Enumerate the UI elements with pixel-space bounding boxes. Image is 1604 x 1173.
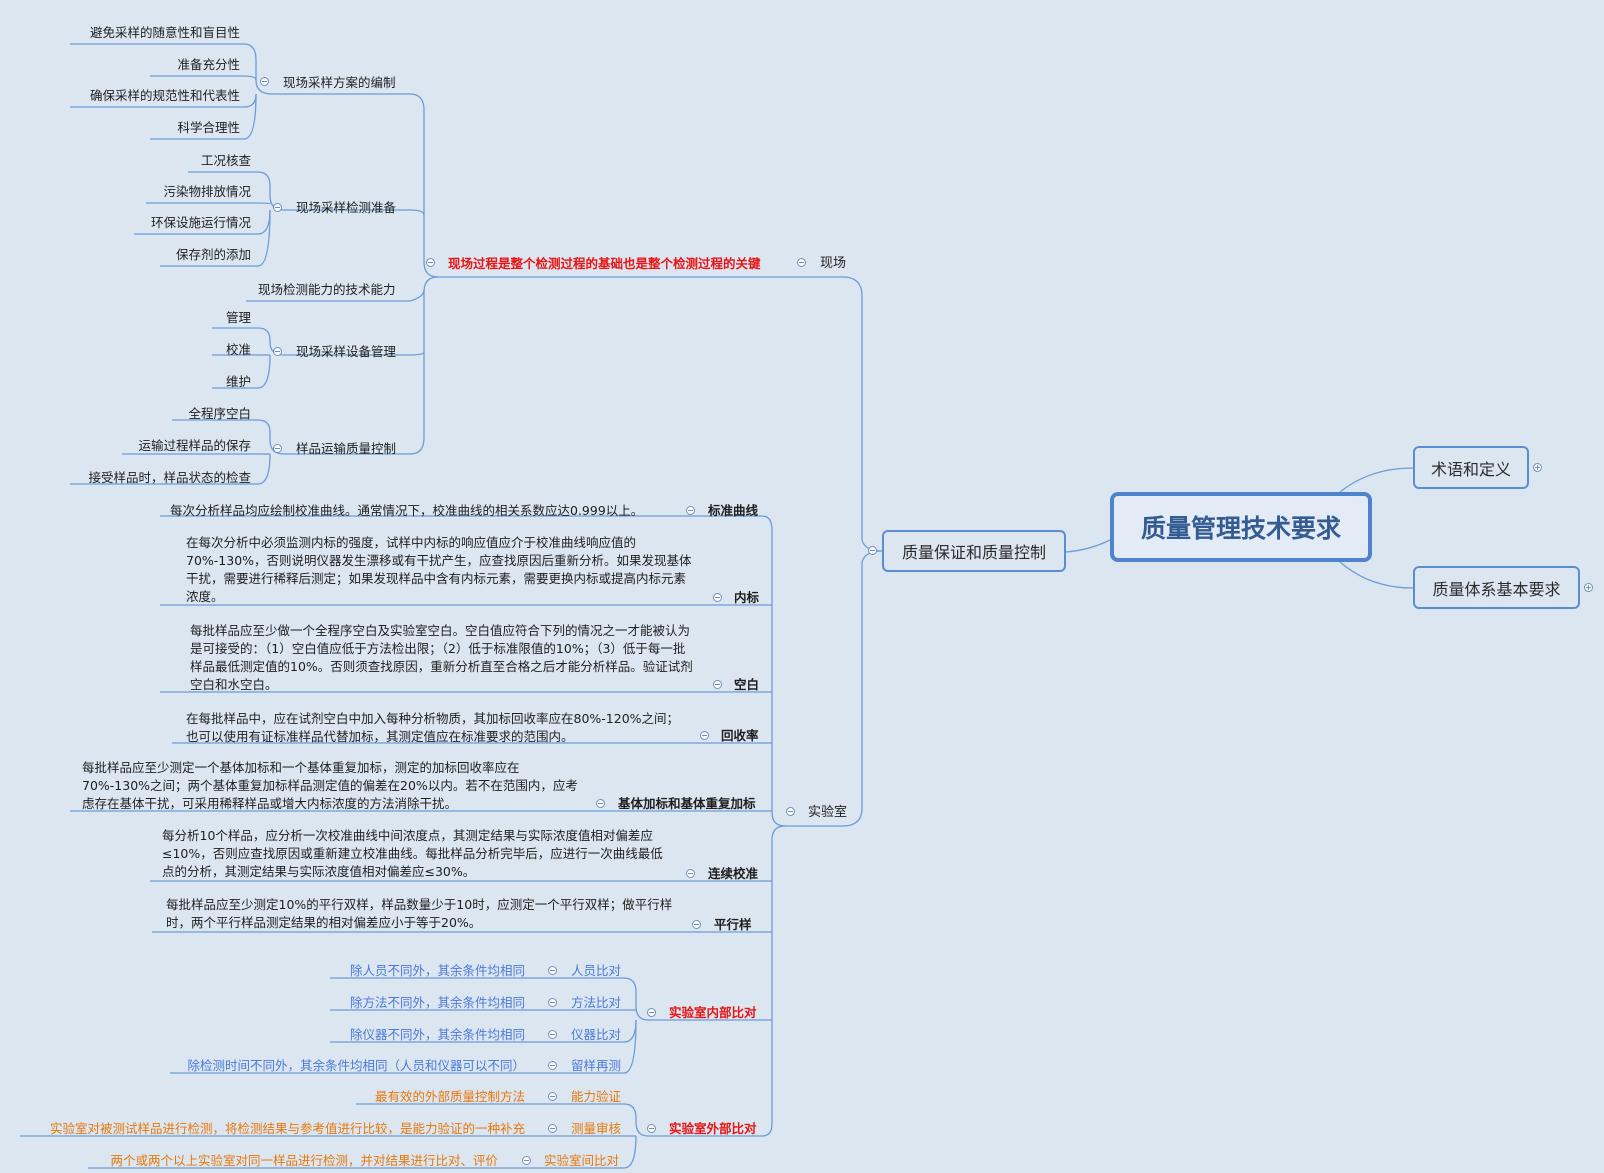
plan-item[interactable]: 避免采样的随意性和盲目性 <box>89 25 240 40</box>
intra-item-label[interactable]: 留样再测 <box>571 1058 622 1073</box>
collapse-icon[interactable] <box>596 799 605 808</box>
inter-item-desc[interactable]: 两个或两个以上实验室对同一样品进行检测，并对结果进行比对、评价 <box>110 1153 498 1168</box>
collapse-icon[interactable] <box>647 1008 656 1017</box>
intra-item-label[interactable]: 仪器比对 <box>571 1027 622 1042</box>
collapse-icon[interactable] <box>692 920 701 929</box>
inter-item-label[interactable]: 实验室间比对 <box>544 1153 620 1168</box>
intra-item-label[interactable]: 人员比对 <box>571 963 622 978</box>
collapse-icon[interactable] <box>548 1030 557 1039</box>
std-curve-desc[interactable]: 每次分析样品均应绘制校准曲线。通常情况下，校准曲线的相关系数应达0.999以上。 <box>170 503 644 518</box>
intra-item-desc[interactable]: 除检测时间不同外，其余条件均相同（人员和仪器可以不同） <box>187 1058 525 1073</box>
transport-item[interactable]: 运输过程样品的保存 <box>138 438 251 453</box>
topic-onsite[interactable]: 现场 <box>820 256 847 271</box>
topic-parallel[interactable]: 平行样 <box>714 917 752 932</box>
collapse-icon[interactable] <box>522 1156 531 1165</box>
intra-item-desc[interactable]: 除方法不同外，其余条件均相同 <box>349 995 525 1010</box>
collapse-icon[interactable] <box>273 203 282 212</box>
inter-item-label[interactable]: 能力验证 <box>571 1089 622 1104</box>
collapse-icon[interactable] <box>548 1061 557 1070</box>
plan-item[interactable]: 准备充分性 <box>177 57 240 72</box>
topic-matrix-spike[interactable]: 基体加标和基体重复加标 <box>618 796 756 811</box>
intra-item-desc[interactable]: 除人员不同外，其余条件均相同 <box>349 963 525 978</box>
transport-item[interactable]: 全程序空白 <box>188 406 251 421</box>
collapse-icon[interactable] <box>548 1124 557 1133</box>
expand-icon[interactable] <box>1584 583 1593 592</box>
collapse-icon[interactable] <box>686 506 695 515</box>
inter-item-desc[interactable]: 实验室对被测试样品进行检测，将检测结果与参考值进行比较，是能力验证的一种补充 <box>49 1121 525 1136</box>
topic-lab[interactable]: 实验室 <box>808 805 848 820</box>
inter-item-label[interactable]: 测量审核 <box>571 1121 622 1136</box>
cont-calib-desc[interactable]: 每分析10个样品，应分析一次校准曲线中间浓度点，其测定结果与实际浓度值相对偏差应… <box>162 828 663 879</box>
topic-transport[interactable]: 样品运输质量控制 <box>296 441 397 456</box>
plan-item[interactable]: 确保采样的规范性和代表性 <box>89 88 240 103</box>
collapse-icon[interactable] <box>260 77 269 86</box>
inter-item-desc[interactable]: 最有效的外部质量控制方法 <box>374 1089 525 1104</box>
collapse-icon[interactable] <box>647 1124 656 1133</box>
topic-std-curve[interactable]: 标准曲线 <box>708 503 759 518</box>
prep-item[interactable]: 污染物排放情况 <box>163 184 251 199</box>
collapse-icon[interactable] <box>713 680 722 689</box>
topic-equip[interactable]: 现场采样设备管理 <box>296 344 397 359</box>
intra-item-label[interactable]: 方法比对 <box>571 995 622 1010</box>
topic-prep[interactable]: 现场采样检测准备 <box>296 200 397 215</box>
prep-item[interactable]: 工况核查 <box>200 153 251 168</box>
collapse-icon[interactable] <box>797 258 806 267</box>
collapse-icon[interactable] <box>548 966 557 975</box>
topic-terms[interactable]: 术语和定义 <box>1413 446 1529 489</box>
topic-recovery[interactable]: 回收率 <box>721 728 759 743</box>
collapse-icon[interactable] <box>548 998 557 1007</box>
blank-desc[interactable]: 每批样品应至少做一个全程序空白及实验室空白。空白值应符合下列的情况之一才能被认为… <box>190 623 693 692</box>
plan-item[interactable]: 科学合理性 <box>177 120 240 135</box>
collapse-icon[interactable] <box>868 546 877 555</box>
topic-qa[interactable]: 质量保证和质量控制 <box>882 530 1066 572</box>
root-topic[interactable]: 质量管理技术要求 <box>1110 492 1372 562</box>
collapse-icon[interactable] <box>700 731 709 740</box>
matrix-spike-desc[interactable]: 每批样品应至少测定一个基体加标和一个基体重复加标，测定的加标回收率应在70%-1… <box>82 760 578 811</box>
recovery-desc[interactable]: 在每批样品中，应在试剂空白中加入每种分析物质，其加标回收率应在80%-120%之… <box>186 711 680 744</box>
equip-item[interactable]: 校准 <box>225 342 251 357</box>
topic-internal-std[interactable]: 内标 <box>734 590 760 605</box>
collapse-icon[interactable] <box>273 347 282 356</box>
internal-std-desc[interactable]: 在每次分析中必须监测内标的强度，试样中内标的响应值应介于校准曲线响应值的70%-… <box>186 535 692 604</box>
collapse-icon[interactable] <box>426 258 435 267</box>
intra-item-desc[interactable]: 除仪器不同外，其余条件均相同 <box>349 1027 525 1042</box>
topic-plan[interactable]: 现场采样方案的编制 <box>283 75 396 90</box>
topic-onsite-key[interactable]: 现场过程是整个检测过程的基础也是整个检测过程的关键 <box>448 256 761 271</box>
topic-intra-lab[interactable]: 实验室内部比对 <box>669 1005 757 1020</box>
equip-item[interactable]: 维护 <box>225 374 251 389</box>
collapse-icon[interactable] <box>548 1092 557 1101</box>
collapse-icon[interactable] <box>273 444 282 453</box>
prep-item[interactable]: 环保设施运行情况 <box>150 215 251 230</box>
topic-system[interactable]: 质量体系基本要求 <box>1413 566 1580 609</box>
collapse-icon[interactable] <box>713 593 722 602</box>
parallel-desc[interactable]: 每批样品应至少测定10%的平行双样，样品数量少于10时，应测定一个平行双样；做平… <box>166 897 673 930</box>
topic-blank[interactable]: 空白 <box>734 677 760 692</box>
collapse-icon[interactable] <box>786 807 795 816</box>
equip-item[interactable]: 管理 <box>225 310 251 325</box>
prep-item[interactable]: 保存剂的添加 <box>175 247 251 262</box>
topic-inter-lab[interactable]: 实验室外部比对 <box>669 1121 757 1136</box>
transport-item[interactable]: 接受样品时，样品状态的检查 <box>88 470 251 485</box>
topic-ability[interactable]: 现场检测能力的技术能力 <box>258 282 396 297</box>
collapse-icon[interactable] <box>686 869 695 878</box>
topic-cont-calib[interactable]: 连续校准 <box>708 866 759 881</box>
expand-icon[interactable] <box>1533 463 1542 472</box>
